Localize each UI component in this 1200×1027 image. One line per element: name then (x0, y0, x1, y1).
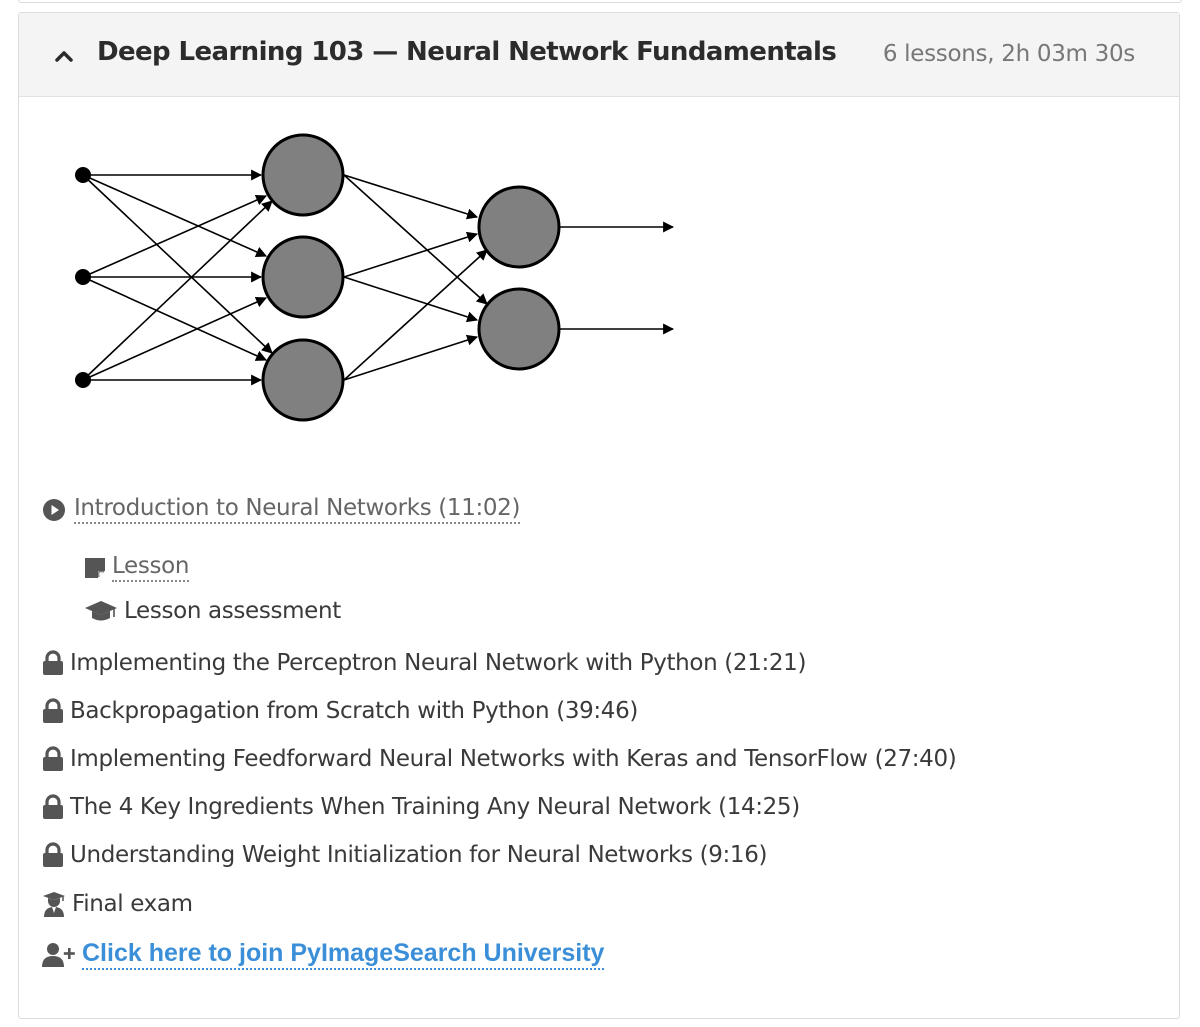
lesson-link[interactable]: Introduction to Neural Networks (11:02) (74, 495, 520, 524)
locked-lesson-item: Understanding Weight Initialization for … (42, 842, 767, 868)
course-card: Deep Learning 103 — Neural Network Funda… (18, 12, 1180, 1019)
play-circle-icon (43, 498, 65, 521)
input-node (75, 372, 91, 388)
output-node (477, 185, 561, 269)
previous-course-card (18, 0, 1182, 3)
locked-lesson-item: Backpropagation from Scratch with Python… (42, 698, 638, 724)
output-node (477, 287, 561, 371)
lock-icon (43, 794, 63, 819)
locked-lesson-item: Implementing Feedforward Neural Networks… (42, 746, 957, 772)
course-header[interactable]: Deep Learning 103 — Neural Network Funda… (19, 13, 1179, 97)
lock-icon (43, 698, 63, 723)
lock-icon (43, 650, 63, 675)
locked-lesson-label: Implementing Feedforward Neural Networks… (70, 746, 957, 772)
hidden-node (261, 338, 345, 422)
graduation-cap-icon (85, 601, 117, 621)
locked-lesson-item: The 4 Key Ingredients When Training Any … (42, 794, 800, 820)
locked-lesson-label: Backpropagation from Scratch with Python… (70, 698, 638, 724)
final-exam-label: Final exam (72, 891, 193, 917)
subitem-lesson-link[interactable]: Lesson (112, 553, 189, 582)
join-link[interactable]: Click here to join PyImageSearch Univers… (82, 939, 605, 970)
hidden-node (261, 235, 345, 319)
input-node (75, 269, 91, 285)
subitem-assessment[interactable]: Lesson assessment (84, 598, 341, 624)
subitem-assessment-label: Lesson assessment (124, 598, 341, 624)
lock-icon (43, 746, 63, 771)
lock-icon (43, 842, 63, 867)
subitem-lesson[interactable]: Lesson (84, 553, 189, 582)
user-plus-icon (42, 942, 75, 967)
hidden-node (261, 133, 345, 217)
locked-lesson-label: Implementing the Perceptron Neural Netwo… (70, 650, 807, 676)
final-exam-item: Final exam (42, 891, 193, 917)
locked-lesson-label: The 4 Key Ingredients When Training Any … (70, 794, 800, 820)
course-title: Deep Learning 103 — Neural Network Funda… (97, 37, 837, 67)
chevron-up-icon[interactable] (53, 47, 75, 65)
locked-lesson-item: Implementing the Perceptron Neural Netwo… (42, 650, 806, 676)
course-meta: 6 lessons, 2h 03m 30s (882, 41, 1135, 67)
graduate-icon (43, 892, 65, 917)
lesson-item-intro[interactable]: Introduction to Neural Networks (11:02) (42, 495, 520, 524)
join-item[interactable]: Click here to join PyImageSearch Univers… (42, 939, 605, 970)
neural-network-diagram (75, 133, 675, 422)
input-node (75, 167, 91, 183)
locked-lesson-label: Understanding Weight Initialization for … (70, 842, 768, 868)
note-icon (85, 557, 105, 578)
